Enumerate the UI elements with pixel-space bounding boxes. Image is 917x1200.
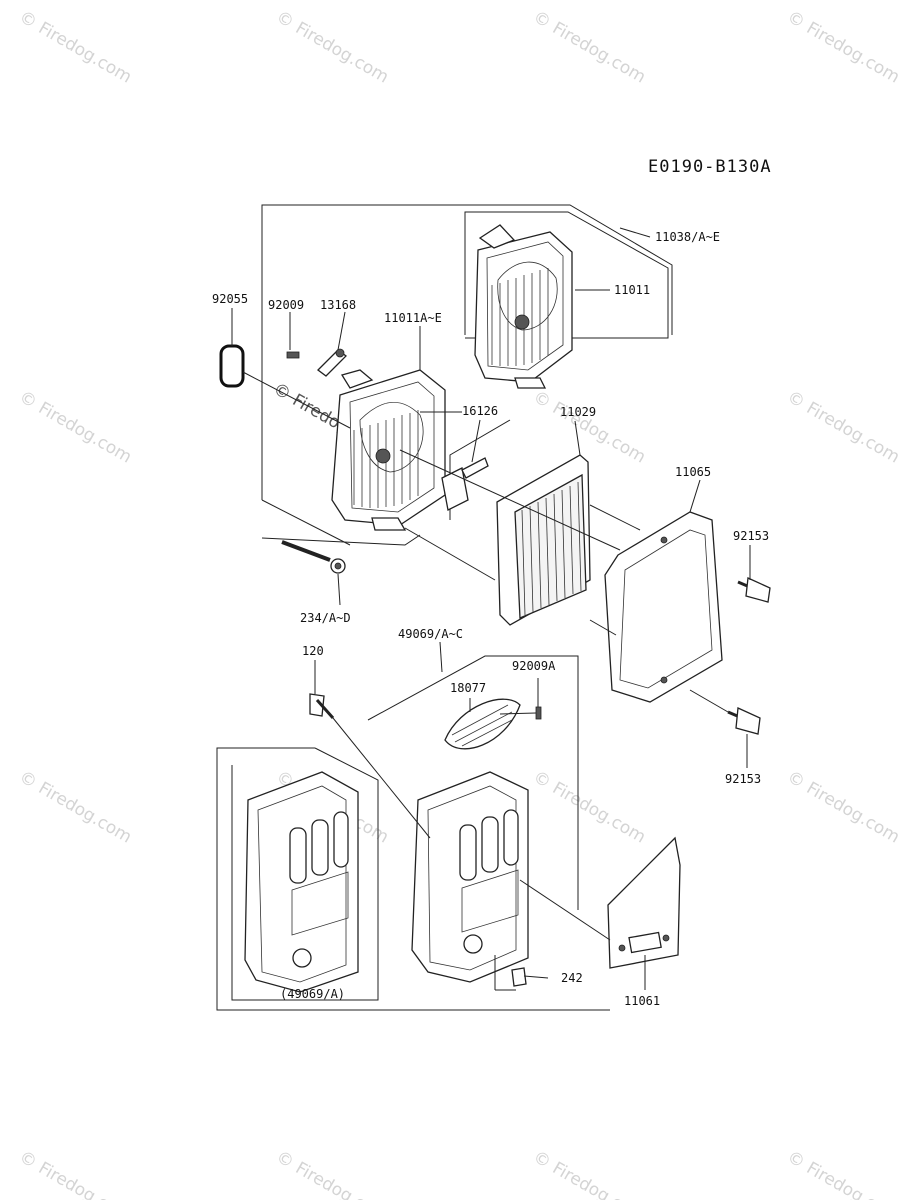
label-92153-bottom: 92153 xyxy=(725,772,761,786)
label-11065: 11065 xyxy=(675,465,711,479)
watermark: © Firedog.com xyxy=(530,7,649,88)
bolt-120 xyxy=(309,693,335,719)
label-92009: 92009 xyxy=(268,298,304,312)
leader-lines xyxy=(231,227,751,991)
screw-92009a xyxy=(535,706,542,720)
label-49069ac: 49069/A~C xyxy=(398,627,463,641)
knob-92153-bottom xyxy=(727,707,761,735)
watermark: © Firedog.com xyxy=(784,7,903,88)
label-13168: 13168 xyxy=(320,298,356,312)
screw-92009 xyxy=(286,351,300,359)
watermark: © Firedog.com xyxy=(16,767,135,848)
label-234ad: 234/A~D xyxy=(300,611,351,625)
diagram-code: E0190-B130A xyxy=(648,157,772,177)
part-labels: 92055 92009 13168 11011A~E 11038/A~E 110… xyxy=(212,230,769,1008)
muffler-inset-49069a xyxy=(244,771,359,993)
watermark: © Firedog.com xyxy=(530,767,649,848)
label-92153-top: 92153 xyxy=(733,529,769,543)
watermark: © Firedog.com xyxy=(530,387,649,468)
watermarks: © Firedog.com © Firedog.com © Firedog.co… xyxy=(16,7,903,1200)
watermark: © Firedog.com xyxy=(16,7,135,88)
watermark: © Firedog.com xyxy=(273,1147,392,1200)
knob-92153-top xyxy=(737,577,771,603)
label-11029: 11029 xyxy=(560,405,596,419)
label-11011ae: 11011A~E xyxy=(384,311,442,325)
label-120: 120 xyxy=(302,644,324,658)
label-18077: 18077 xyxy=(450,681,486,695)
watermark: © Firedog.com xyxy=(530,1147,649,1200)
watermark: © Firedog.com xyxy=(784,387,903,468)
air-cleaner-base xyxy=(331,369,446,531)
watermark: © Firedog.com xyxy=(784,1147,903,1200)
label-11011: 11011 xyxy=(614,283,650,297)
shield-plate-11061 xyxy=(607,836,681,969)
label-49069a: (49069/A) xyxy=(280,987,345,1001)
watermark: © Firedog.com xyxy=(16,1147,135,1200)
watermark: © Firedog.com xyxy=(273,7,392,88)
label-92009a: 92009A xyxy=(512,659,556,673)
label-242: 242 xyxy=(561,971,583,985)
lever-13168 xyxy=(317,348,347,377)
muffler-49069 xyxy=(411,771,529,983)
label-16126: 16126 xyxy=(462,404,498,418)
air-cleaner-base-inset xyxy=(474,224,573,389)
label-11061: 11061 xyxy=(624,994,660,1008)
screen-18077 xyxy=(444,698,521,750)
air-cleaner-cover-11065 xyxy=(604,511,723,703)
watermark: © Firedog.com xyxy=(16,387,135,468)
bracket-16126 xyxy=(441,457,489,511)
bolt-234 xyxy=(281,540,346,574)
air-filter-element-11029 xyxy=(496,454,591,626)
bolt-242 xyxy=(511,967,549,987)
label-92055: 92055 xyxy=(212,292,248,306)
gasket-92055 xyxy=(219,344,245,388)
label-11038ae: 11038/A~E xyxy=(655,230,720,244)
watermark: © Firedog.com xyxy=(784,767,903,848)
